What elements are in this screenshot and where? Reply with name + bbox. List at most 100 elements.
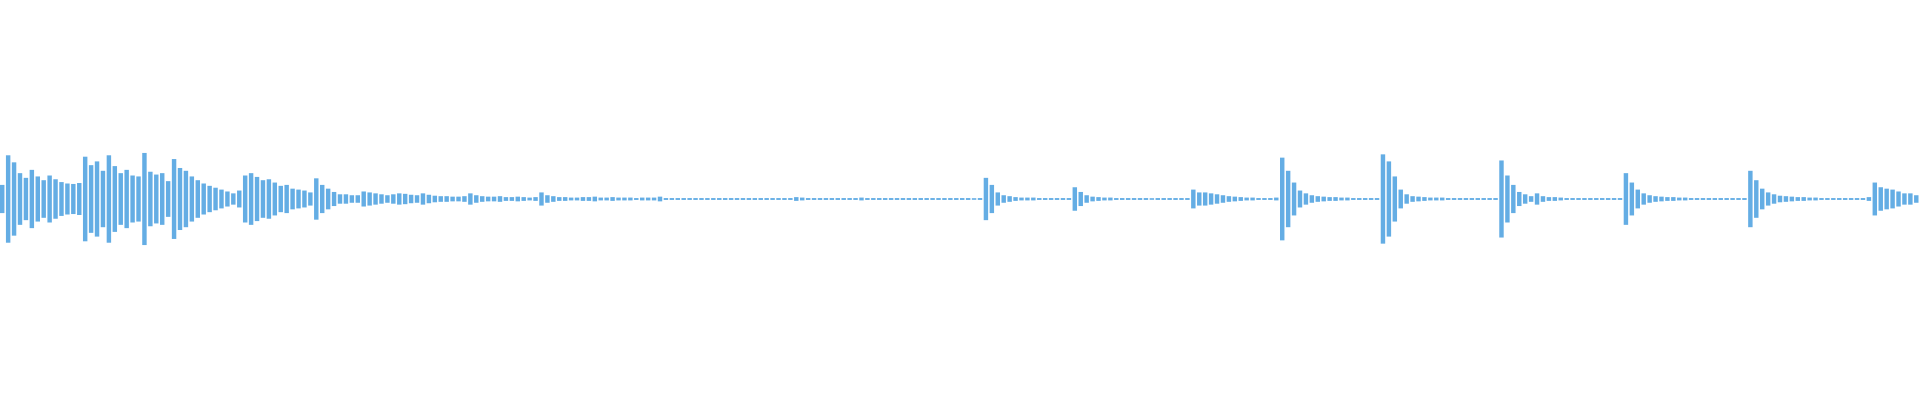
waveform-bar [308,192,313,206]
waveform-bar [805,198,811,200]
waveform-bar [397,193,402,205]
waveform-bar [1765,192,1771,206]
waveform-bar [373,193,378,205]
waveform-bar [497,196,503,202]
waveform-bar [900,198,906,200]
waveform-bar [1659,196,1664,202]
waveform-bar [5,155,11,243]
waveform-bar [1783,196,1789,202]
waveform-bar [148,171,153,227]
waveform-bar [740,198,746,200]
waveform-bar [1665,197,1670,201]
waveform-bar [1380,154,1386,244]
waveform-bar [1120,198,1125,200]
waveform-bar [776,198,781,200]
waveform-bar [71,183,76,215]
waveform-bar [468,193,473,205]
waveform-bar [1825,198,1830,200]
waveform-bar [1078,191,1083,207]
waveform-bar [142,152,147,246]
waveform-bar [1854,198,1860,200]
waveform-bar [1896,191,1901,207]
waveform-bar [1522,194,1528,204]
waveform-bar [1321,196,1326,202]
waveform-bar [1860,198,1866,200]
waveform-bar [717,198,722,200]
waveform-bar [628,197,633,201]
waveform-bar [361,191,366,207]
waveform-bar [1416,196,1421,202]
waveform-bar [1250,197,1255,201]
waveform-bar [942,198,947,200]
waveform-bar [1469,198,1475,200]
waveform-bar [1179,198,1184,200]
waveform-bar [29,169,35,229]
waveform-bar [1837,198,1842,200]
waveform-bar [622,197,627,201]
waveform-bar [231,193,236,205]
waveform-bar [888,198,894,200]
waveform-bar [213,187,218,211]
waveform-bar [811,198,817,200]
waveform-bar [509,197,515,201]
waveform-bar [1682,197,1688,201]
waveform-bar [426,194,432,204]
waveform-bar [847,198,852,200]
waveform-bar [1096,197,1101,201]
waveform-bar [1060,198,1066,200]
waveform-bar [1908,193,1913,205]
waveform-bar [817,198,823,200]
waveform-bar [124,169,129,229]
waveform-bar [1274,197,1279,201]
waveform-bar [604,197,609,201]
waveform-bar [1552,197,1558,201]
waveform-bar [1398,189,1403,209]
waveform-bar [1677,197,1682,201]
waveform-bar [598,197,603,201]
waveform-bar [1362,198,1368,200]
waveform-bar [995,192,1000,206]
waveform-bar [823,198,829,200]
waveform-bar [574,197,580,201]
waveform-bar [1440,197,1445,201]
waveform-bar [1617,198,1623,200]
waveform-bar [1706,198,1712,200]
waveform-bar [960,198,965,200]
waveform-bar [1339,197,1344,201]
waveform-bar [1167,198,1172,200]
waveform-bar [1546,197,1552,201]
waveform-bar [1084,195,1089,203]
waveform-bar [237,190,242,208]
waveform-bar [1013,197,1018,201]
waveform-bar [1771,194,1777,204]
waveform-bar [788,198,793,200]
waveform-bar [219,189,224,209]
waveform-bar [1280,157,1285,241]
waveform-bar [59,182,64,216]
waveform-bar [693,198,698,200]
waveform-bar [1558,197,1563,201]
waveform-bar [1422,197,1427,201]
waveform-bar [1505,175,1510,223]
waveform-bar [1842,198,1848,200]
waveform-bar [1884,188,1889,210]
waveform-bar [699,198,704,200]
waveform-bar [1268,198,1273,200]
waveform-bar [290,188,295,210]
waveform-bar [592,196,598,202]
waveform-bar [1108,197,1113,201]
waveform-bar [1297,190,1303,208]
waveform-bar [1191,189,1196,209]
waveform-bar [918,198,923,200]
waveform-bar [1641,193,1646,205]
waveform-bar [1072,187,1078,211]
waveform-bars [0,152,1919,246]
waveform-bar [1848,198,1854,200]
waveform-bar [835,198,840,200]
waveform-bar [877,198,882,200]
waveform-bar [177,167,183,231]
waveform-bar [539,192,544,206]
waveform-bar [1114,198,1119,200]
